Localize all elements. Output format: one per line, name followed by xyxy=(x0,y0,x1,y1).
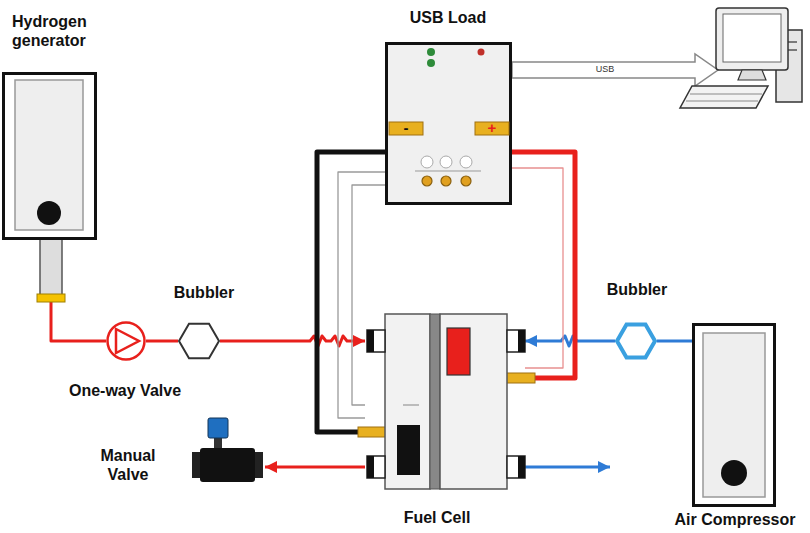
node-shape xyxy=(178,320,220,362)
anode-plate xyxy=(385,314,430,489)
cell-terminal xyxy=(505,373,535,383)
port-cap xyxy=(518,456,525,478)
anode-window xyxy=(397,425,420,475)
node-shape xyxy=(365,313,525,490)
computer-monitor xyxy=(716,8,788,70)
gas-port xyxy=(367,330,385,352)
bubbler-hexagon xyxy=(617,325,655,358)
socket xyxy=(440,156,452,168)
generator-neck xyxy=(40,238,62,296)
pipe-or-wire xyxy=(220,336,365,346)
usb-arrow xyxy=(512,54,718,86)
compressor-column xyxy=(703,333,765,497)
gas-port xyxy=(507,330,525,352)
pin-strip xyxy=(415,171,481,172)
sense-pin xyxy=(461,176,471,186)
pipe-or-wire xyxy=(338,172,385,418)
generator-column xyxy=(15,80,83,230)
node-label: Bubbler xyxy=(174,283,234,302)
status-led xyxy=(478,49,485,56)
gas-connector xyxy=(37,294,65,302)
one-way-valve: One-way Valve xyxy=(106,321,146,361)
cathode-window xyxy=(447,328,470,375)
valve-triangle xyxy=(116,329,139,353)
pipe-or-wire xyxy=(525,336,615,346)
load-housing xyxy=(387,44,511,204)
air-compressor: Air Compressor xyxy=(692,323,776,507)
signal-label: USB xyxy=(596,65,615,75)
keyboard-keys xyxy=(686,101,758,102)
monitor-stand xyxy=(738,70,766,80)
node-label: Fuel Cell xyxy=(404,508,471,527)
sense-mark xyxy=(403,404,419,406)
sense-pin xyxy=(422,176,432,186)
node-label: One-way Valve xyxy=(69,381,181,400)
computer-keyboard xyxy=(680,86,768,108)
terminal-sign: + xyxy=(488,120,497,137)
air-outlet-arrow xyxy=(525,466,610,469)
pipe-or-wire xyxy=(657,340,692,343)
manual-valve: Manual Valve xyxy=(190,418,265,488)
node-shape xyxy=(106,321,146,361)
pipe-or-wire xyxy=(146,340,178,343)
node-shape xyxy=(2,72,97,302)
valve-circle xyxy=(108,323,145,360)
fuel-cell: Fuel Cell xyxy=(365,313,525,490)
node-label: Bubbler xyxy=(607,280,667,299)
valve-handle xyxy=(208,418,228,438)
hydrogen-generator: Hydrogen generator xyxy=(2,72,97,302)
cathode-plate xyxy=(440,314,507,489)
node-label: Hydrogen generator xyxy=(12,12,112,50)
generator-housing xyxy=(4,74,96,239)
pipe-or-wire xyxy=(317,152,385,432)
bubbler-hexagon xyxy=(179,324,219,359)
monitor-screen xyxy=(723,14,781,62)
pipe-or-wire xyxy=(512,168,563,368)
port-cap xyxy=(518,330,525,352)
gas-port xyxy=(507,456,525,478)
pipe-or-wire xyxy=(265,466,365,469)
valve-body xyxy=(200,448,255,482)
socket xyxy=(421,156,433,168)
node-label: Manual Valve xyxy=(92,446,164,484)
generator-knob xyxy=(37,201,61,225)
cell-terminal xyxy=(358,427,387,437)
pipe-or-wire xyxy=(512,152,575,378)
terminal-sign: - xyxy=(404,120,409,137)
status-led xyxy=(427,59,435,67)
compressor-knob xyxy=(721,460,747,486)
status-led xyxy=(427,48,435,56)
pipe-or-wire xyxy=(51,302,106,341)
sense-pin xyxy=(441,176,451,186)
keyboard-keys xyxy=(690,94,762,95)
gas-port xyxy=(367,456,385,478)
bubbler: Bubbler xyxy=(178,320,220,362)
pipe-or-wire xyxy=(352,185,385,405)
membrane xyxy=(430,314,440,489)
node-shape xyxy=(615,320,657,362)
port-cap xyxy=(367,456,374,478)
compressor-housing xyxy=(694,325,775,506)
port-cap xyxy=(367,330,374,352)
node-label: USB Load xyxy=(410,8,486,27)
socket xyxy=(460,156,472,168)
node-shape xyxy=(692,323,776,507)
bubbler: Bubbler xyxy=(615,320,657,362)
node-label: Air Compressor xyxy=(675,510,796,529)
node-shape xyxy=(190,418,265,488)
